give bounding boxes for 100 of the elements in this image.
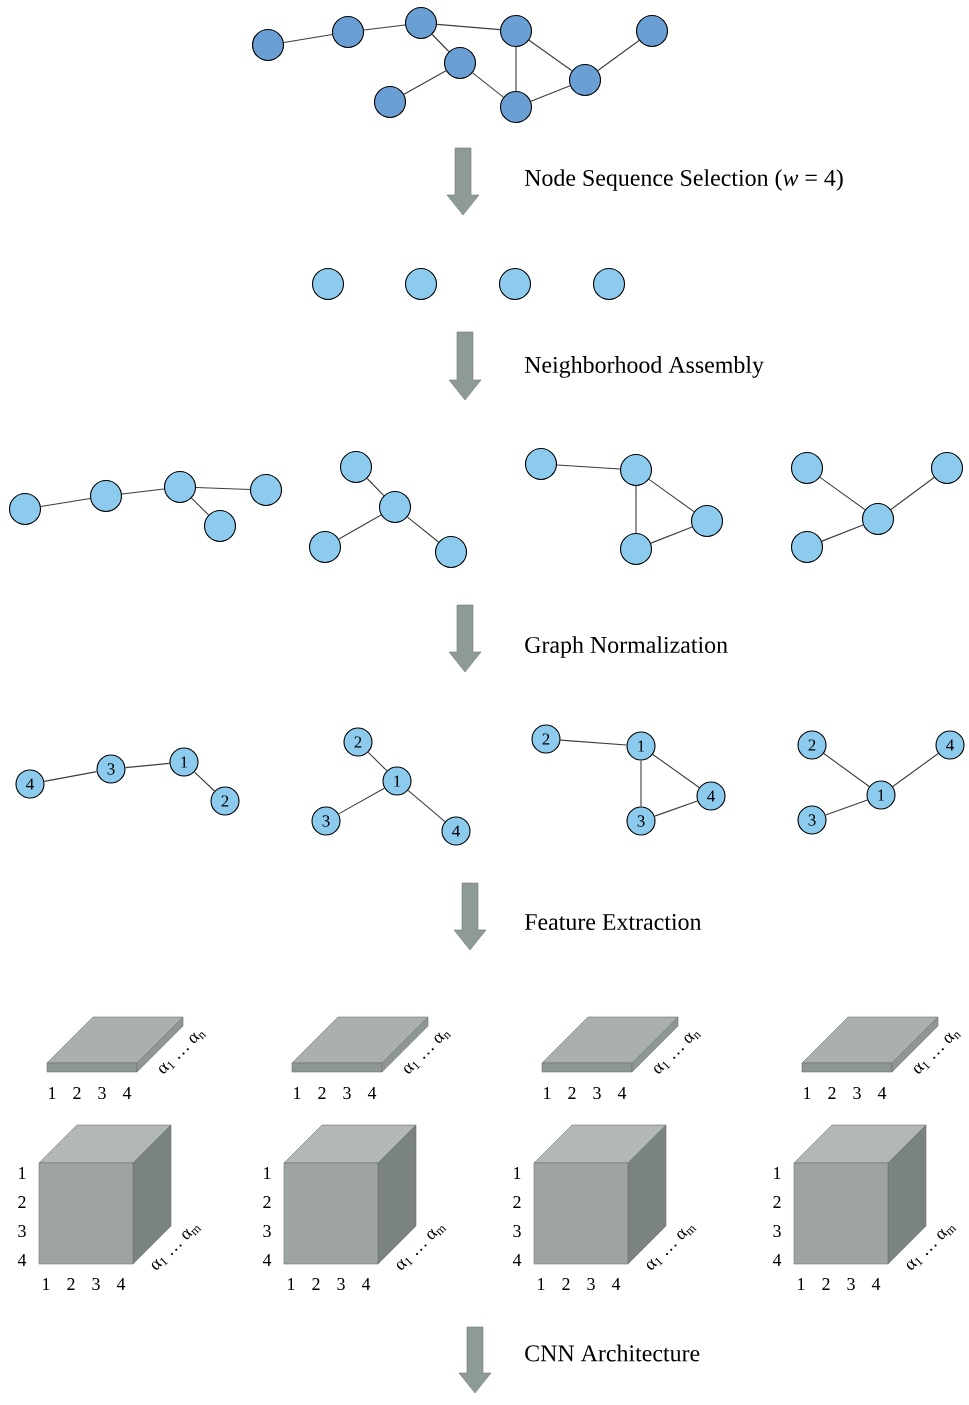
graph-node xyxy=(251,28,285,62)
graph-edge xyxy=(652,753,700,789)
index-number: 4 xyxy=(611,1278,621,1290)
graph-edge xyxy=(559,739,628,746)
numbered-node: 1 xyxy=(626,731,656,761)
graph-node xyxy=(404,6,438,40)
index-number: 3 xyxy=(98,1087,106,1100)
graph-node xyxy=(203,509,237,543)
index-number: 2 xyxy=(73,1087,81,1099)
graph-edge xyxy=(530,85,571,102)
index-number: 1 xyxy=(288,1278,295,1290)
index-number: 4 xyxy=(361,1278,371,1290)
graph-node xyxy=(498,267,532,301)
graph-edge xyxy=(825,799,868,816)
feature-label: α$_{1}$ … α$_{n}$ xyxy=(404,1032,452,1074)
index-number: 1 xyxy=(514,1167,521,1179)
numbered-node: 2 xyxy=(210,786,240,816)
graph-edge xyxy=(654,800,698,817)
feature-label: α$_{1}$ … α$_{n}$ xyxy=(914,1032,962,1074)
index-number: 2 xyxy=(318,1087,326,1099)
graph-edge xyxy=(823,753,870,787)
graph-edge xyxy=(366,477,385,497)
index-number: 1 xyxy=(43,1278,50,1290)
numbered-node: 2 xyxy=(797,730,827,760)
graph-node xyxy=(373,85,407,119)
index-number: 3 xyxy=(263,1225,271,1238)
graph-node xyxy=(249,473,283,507)
feature-label: α$_{1}$ … α$_{m}$ xyxy=(646,1226,697,1270)
index-number: 2 xyxy=(773,1196,781,1208)
graph-edge xyxy=(892,753,939,787)
graph-node xyxy=(89,479,123,513)
feature-label: α$_{1}$ … α$_{n}$ xyxy=(159,1032,207,1074)
numbered-node: 4 xyxy=(441,816,471,846)
graph-node xyxy=(8,492,42,526)
graph-edge xyxy=(556,464,621,470)
graph-edge xyxy=(528,39,573,72)
graph-node xyxy=(524,447,558,481)
graph-node xyxy=(592,267,626,301)
numbered-node: 4 xyxy=(696,781,726,811)
graph-edge xyxy=(640,760,642,807)
graph-node xyxy=(930,451,964,485)
index-number: 3 xyxy=(593,1087,601,1100)
graph-node xyxy=(311,267,345,301)
index-number: 4 xyxy=(122,1087,132,1099)
graph-node xyxy=(635,14,669,48)
index-number: 1 xyxy=(538,1278,545,1290)
index-number: 1 xyxy=(264,1167,271,1179)
numbered-node: 4 xyxy=(15,769,45,799)
graph-node xyxy=(163,470,197,504)
graph-edge xyxy=(407,789,446,823)
graph-edge xyxy=(194,771,215,792)
graph-node xyxy=(619,532,653,566)
graph-node xyxy=(790,451,824,485)
graph-edge xyxy=(338,514,382,540)
index-number: 1 xyxy=(544,1087,551,1099)
index-number: 1 xyxy=(774,1167,781,1179)
index-number: 4 xyxy=(772,1254,782,1266)
numbered-node: 2 xyxy=(343,727,373,757)
graph-edge xyxy=(190,497,210,516)
step-label: Graph Normalization xyxy=(525,636,728,658)
index-number: 1 xyxy=(798,1278,805,1290)
numbered-node: 1 xyxy=(382,766,412,796)
graph-edge xyxy=(40,498,91,507)
index-number: 2 xyxy=(312,1278,320,1290)
graph-edge xyxy=(597,39,640,72)
index-number: 4 xyxy=(617,1087,627,1099)
index-number: 1 xyxy=(804,1087,811,1099)
numbered-node: 3 xyxy=(797,805,827,835)
graph-edge xyxy=(121,488,165,495)
index-number: 1 xyxy=(19,1167,26,1179)
index-number: 4 xyxy=(877,1087,887,1099)
graph-node xyxy=(568,63,602,97)
graph-edge xyxy=(403,70,447,95)
graph-edge xyxy=(363,24,406,31)
graph-node xyxy=(378,490,412,524)
step-label: Neighborhood Assembly xyxy=(524,356,764,378)
numbered-node: 4 xyxy=(935,730,965,760)
graph-node xyxy=(499,14,533,48)
graph-node xyxy=(690,504,724,538)
graph-edge xyxy=(819,476,866,511)
graph-edge xyxy=(195,487,251,490)
graph-edge xyxy=(821,524,864,542)
index-number: 3 xyxy=(18,1225,26,1238)
graph-edge xyxy=(635,485,637,534)
index-number: 3 xyxy=(343,1087,351,1100)
numbered-node: 3 xyxy=(626,806,656,836)
index-number: 4 xyxy=(512,1254,522,1266)
index-number: 1 xyxy=(49,1087,56,1099)
index-number: 4 xyxy=(116,1278,126,1290)
graph-node xyxy=(339,450,373,484)
graph-node xyxy=(308,530,342,564)
graph-edge xyxy=(648,478,695,513)
graph-edge xyxy=(515,46,517,92)
step-label: Feature Extraction xyxy=(524,914,702,931)
step-label: CNN Architecture xyxy=(525,1344,700,1362)
index-number: 4 xyxy=(871,1278,881,1290)
index-number: 3 xyxy=(853,1087,861,1100)
index-number: 3 xyxy=(92,1278,100,1291)
graph-node xyxy=(619,453,653,487)
numbered-node: 3 xyxy=(311,806,341,836)
